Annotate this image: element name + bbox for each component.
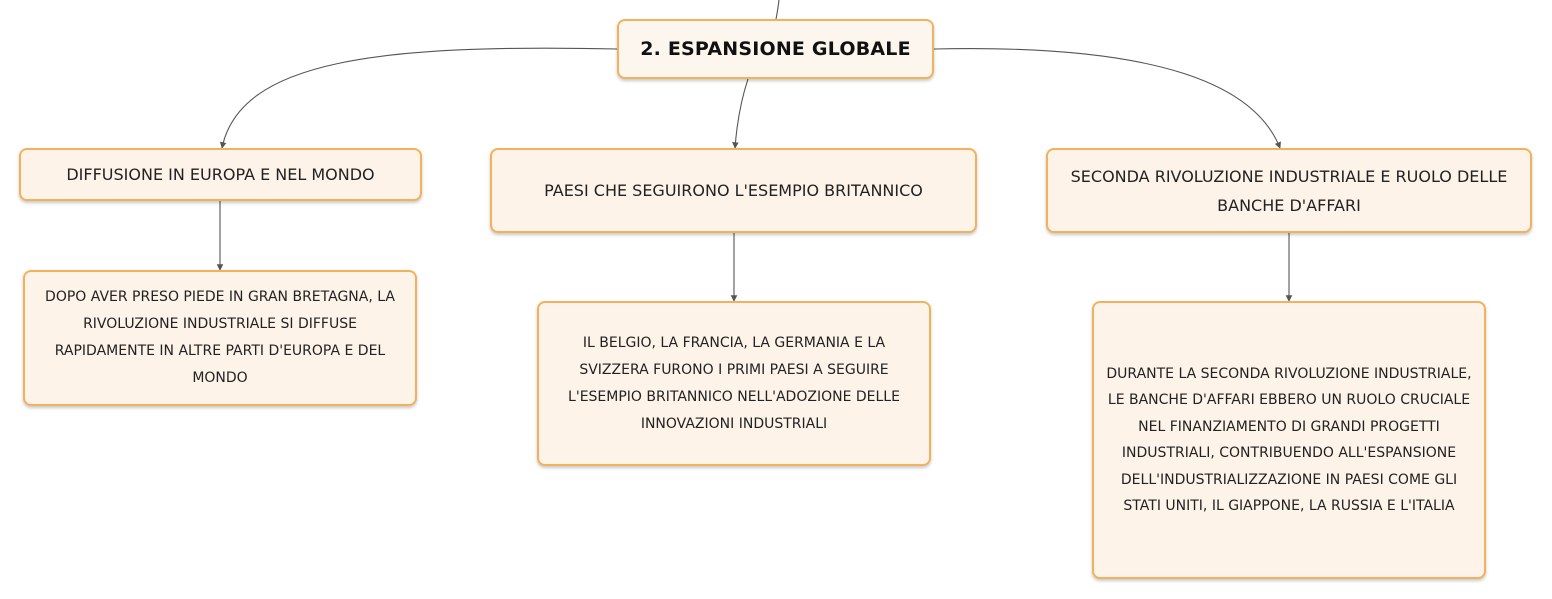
topic-title-diffusione: DIFFUSIONE IN EUROPA E NEL MONDO xyxy=(66,165,375,184)
connector-parent-to-root xyxy=(775,0,780,20)
detail-node-paesi[interactable]: IL BELGIO, LA FRANCIA, LA GERMANIA E LA … xyxy=(537,301,931,466)
root-node[interactable]: 2. ESPANSIONE GLOBALE xyxy=(617,19,934,79)
topic-title-paesi: PAESI CHE SEGUIRONO L'ESEMPIO BRITANNICO xyxy=(544,181,923,200)
topic-title-seconda-rivoluzione: SECONDA RIVOLUZIONE INDUSTRIALE E RUOLO … xyxy=(1070,166,1508,215)
detail-node-seconda-rivoluzione[interactable]: DURANTE LA SECONDA RIVOLUZIONE INDUSTRIA… xyxy=(1092,301,1486,579)
topic-node-seconda-rivoluzione[interactable]: SECONDA RIVOLUZIONE INDUSTRIALE E RUOLO … xyxy=(1046,148,1532,233)
root-title: 2. ESPANSIONE GLOBALE xyxy=(640,38,911,60)
detail-text-seconda-rivoluzione: DURANTE LA SECONDA RIVOLUZIONE INDUSTRIA… xyxy=(1106,365,1472,515)
detail-node-diffusione[interactable]: DOPO AVER PRESO PIEDE IN GRAN BRETAGNA, … xyxy=(23,270,417,406)
connector-root-to-seconda xyxy=(933,48,1281,149)
topic-node-paesi[interactable]: PAESI CHE SEGUIRONO L'ESEMPIO BRITANNICO xyxy=(490,148,977,233)
connector-root-to-diffusione xyxy=(219,47,618,149)
detail-text-paesi: IL BELGIO, LA FRANCIA, LA GERMANIA E LA … xyxy=(568,334,900,432)
connector-root-to-paesi xyxy=(732,78,749,149)
topic-node-diffusione[interactable]: DIFFUSIONE IN EUROPA E NEL MONDO xyxy=(19,148,422,201)
detail-text-diffusione: DOPO AVER PRESO PIEDE IN GRAN BRETAGNA, … xyxy=(45,289,395,386)
